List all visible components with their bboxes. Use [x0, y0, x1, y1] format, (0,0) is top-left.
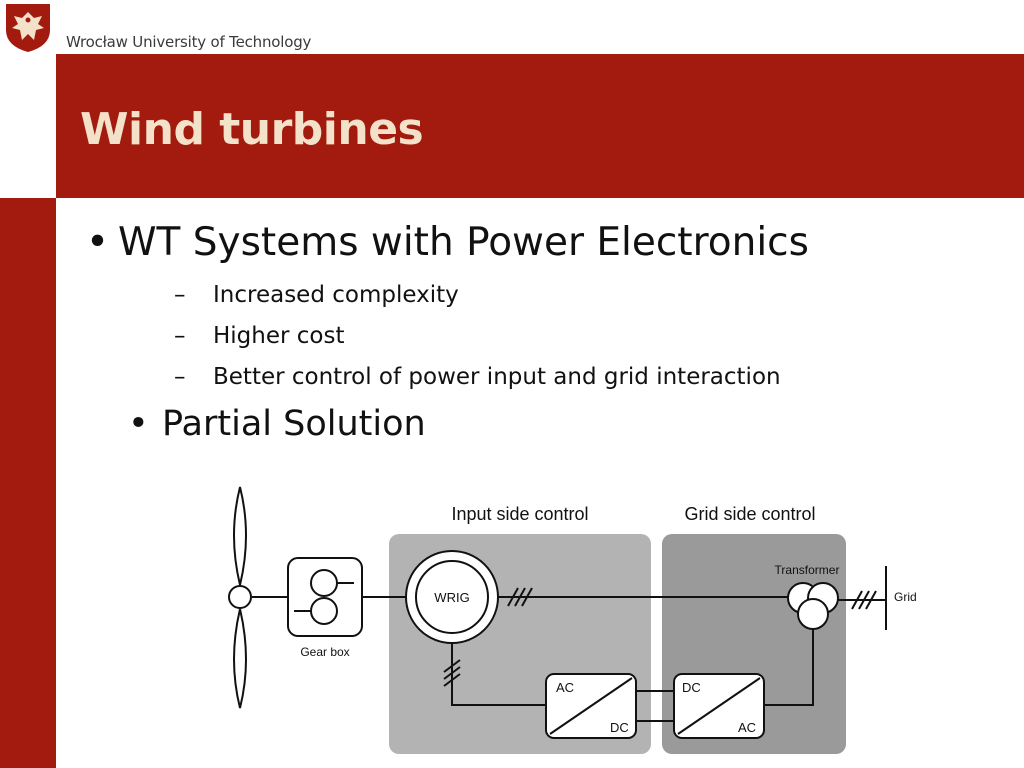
university-logo — [0, 0, 56, 54]
sub-item-text: Increased complexity — [213, 282, 459, 308]
sub-item-text: Better control of power input and grid i… — [213, 364, 781, 390]
grid-label: Grid — [894, 590, 917, 604]
bullet-symbol: • — [86, 220, 110, 265]
dash-symbol: – — [174, 282, 186, 308]
turbine-rotor-icon — [228, 486, 252, 709]
grid-side-label: Grid side control — [684, 504, 815, 524]
bullet-symbol: • — [128, 404, 149, 444]
left-accent-bar — [0, 198, 56, 768]
inverter-dc-label: DC — [682, 680, 701, 695]
rectifier-dc-label: DC — [610, 720, 629, 735]
gearbox-label: Gear box — [300, 645, 349, 659]
title-band — [56, 54, 1024, 198]
generator-label: WRIG — [434, 590, 469, 605]
inverter-icon — [673, 673, 765, 739]
institution-name: Wrocław University of Technology — [66, 33, 312, 51]
input-side-label: Input side control — [451, 504, 588, 524]
dash-symbol: – — [174, 364, 186, 390]
three-phase-marks — [443, 587, 877, 687]
inverter-ac-label: AC — [738, 720, 756, 735]
dash-symbol: – — [174, 323, 186, 349]
slide-title: Wind turbines — [80, 104, 424, 155]
gearbox-icon — [287, 557, 363, 637]
wiring — [252, 596, 886, 722]
transformer-label: Transformer — [775, 563, 840, 577]
transformer-icon — [787, 582, 839, 630]
rectifier-icon — [545, 673, 637, 739]
sub-item-text: Higher cost — [213, 323, 345, 349]
main-bullet-text: WT Systems with Power Electronics — [118, 220, 809, 265]
generator-icon — [405, 550, 499, 644]
rectifier-ac-label: AC — [556, 680, 574, 695]
secondary-bullet-text: Partial Solution — [162, 404, 426, 444]
